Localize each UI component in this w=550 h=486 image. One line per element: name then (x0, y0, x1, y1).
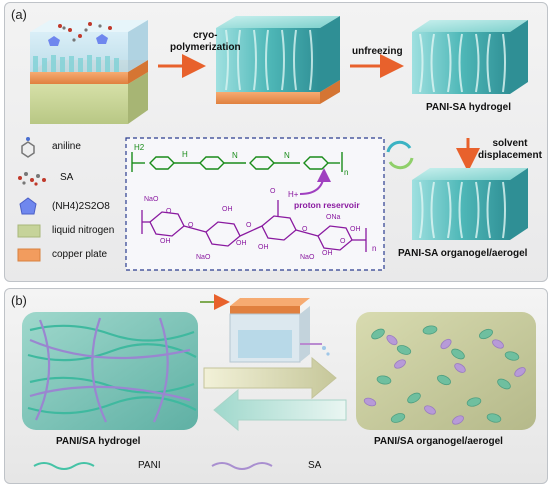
reversible-arrows (203, 356, 347, 432)
legend-copper-plate-label: copper plate (52, 249, 108, 260)
pani-sa-hydrogel-block (412, 20, 528, 94)
panel-b-hydrogel-label: PANI/SA hydrogel (56, 436, 141, 447)
chem-o-4: O (302, 226, 308, 233)
chem-structure-box (125, 137, 385, 271)
chem-h-plus: H+ (288, 190, 299, 199)
pani-legend-label: PANI (138, 460, 161, 471)
chem-nao-2: NaO (196, 254, 211, 261)
chem-o-1: O (188, 222, 194, 229)
chem-n-1: N (232, 151, 238, 160)
pani-chain (131, 152, 343, 172)
panel-b-hydrogel-block (22, 312, 198, 430)
organogel-label: PANI-SA organogel/aerogel (398, 248, 528, 259)
chem-oh-2: OH (222, 206, 233, 213)
liquid-nitrogen-swatch (17, 224, 41, 238)
legend-persulfate-label: (NH4)2S2O8 (52, 201, 110, 212)
unfreezing-label: unfreezing (352, 46, 403, 57)
precursor-setup (30, 20, 148, 124)
panel-b-aerogel-block (356, 312, 536, 430)
chem-ona: ONa (326, 214, 341, 221)
panel-b-organogel-label: PANI/SA organogel/aerogel (374, 436, 503, 447)
chem-n-subscript: n (344, 168, 349, 177)
chem-oh-3: OH (236, 240, 247, 247)
solvent-exchange-beaker (200, 294, 330, 363)
hydrogel-label: PANI-SA hydrogel (426, 102, 512, 113)
chem-oh-1: OH (160, 238, 171, 245)
proton-transfer-arrow (299, 168, 331, 195)
aniline-molecule-icon (21, 137, 35, 158)
sa-legend-line (211, 462, 273, 470)
sa-chain (141, 200, 367, 252)
sa-molecule-icon (18, 172, 46, 186)
panel-a-label: (a) (11, 7, 27, 22)
persulfate-crystal-icon (19, 197, 37, 215)
cryo-polymerization-label: cryo- polymerization (170, 30, 241, 53)
pani-sa-organogel-block (412, 168, 528, 240)
solvent-displacement-label: solvent displacement (478, 138, 542, 161)
panel-b-label: (b) (11, 293, 27, 308)
chem-o-5: O (166, 208, 172, 215)
copper-plate-swatch (17, 248, 41, 262)
chem-oh-6: OH (322, 250, 333, 257)
chem-h2: H2 (134, 143, 145, 152)
cryo-gel-on-plate (216, 16, 340, 104)
proton-reservoir-label: proton reservoir (294, 200, 360, 210)
chem-o-6: O (340, 238, 346, 245)
chem-nao-1: NaO (144, 196, 159, 203)
chem-oh-4: OH (258, 244, 269, 251)
sa-legend-label: SA (308, 460, 322, 471)
chem-oh-5: OH (350, 226, 361, 233)
chem-o-3: O (270, 188, 276, 195)
pani-legend-line (33, 462, 95, 470)
chem-n-h: H (182, 150, 188, 159)
legend-liquid-nitrogen-label: liquid nitrogen (52, 225, 115, 236)
chem-n-2: N (284, 151, 290, 160)
chem-o-2: O (246, 222, 252, 229)
legend-aniline-label: aniline (52, 141, 81, 152)
chem-nao-3: NaO (300, 254, 315, 261)
reversible-arrows-icon (386, 140, 414, 170)
sa-n-subscript: n (372, 244, 377, 253)
legend-sa-label: SA (60, 172, 74, 183)
